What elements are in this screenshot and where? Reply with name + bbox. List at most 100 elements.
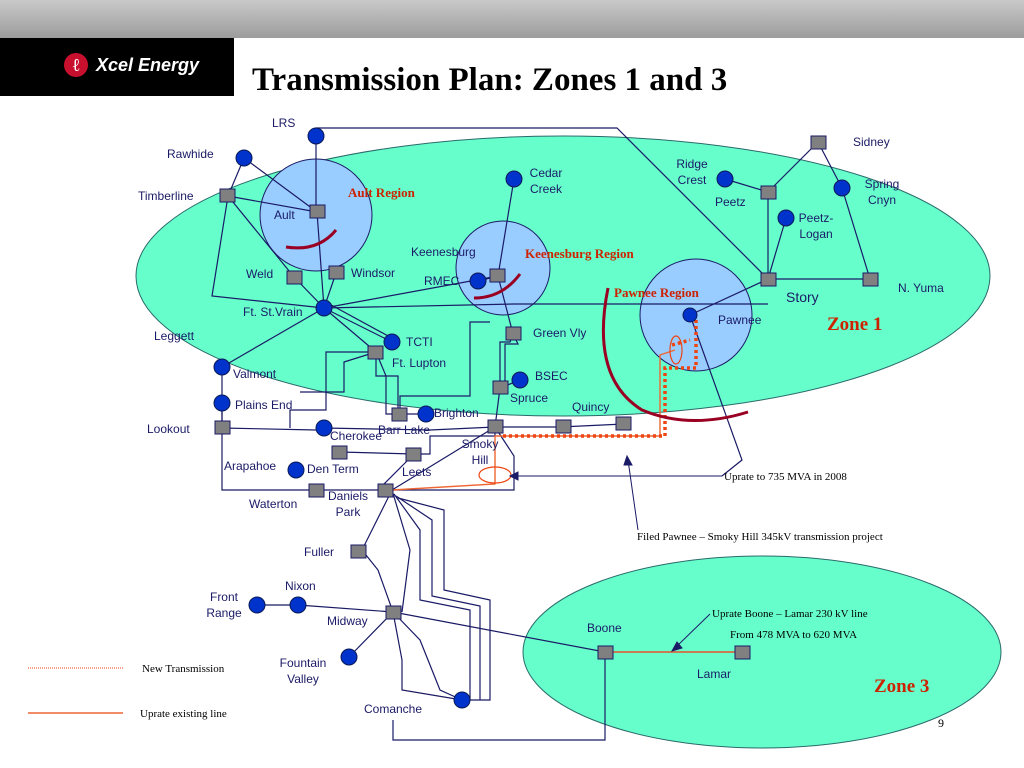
annotation-arrows — [508, 454, 722, 652]
sub-timberline — [219, 188, 236, 203]
sub-midway — [385, 605, 402, 620]
label-keenesburg: Keenesburg — [411, 245, 476, 259]
label-pawnee-region: Pawnee Region — [614, 285, 700, 300]
legend-uprate-existing: Uprate existing line — [140, 708, 227, 720]
sub-quincy-b — [615, 416, 632, 431]
node-rmec — [469, 272, 487, 290]
note-boone-lamar-1: Uprate Boone – Lamar 230 kV line — [712, 608, 868, 620]
node-spring-cnyn — [833, 179, 851, 197]
label-comanche: Comanche — [364, 702, 422, 716]
label-rawhide: Rawhide — [167, 147, 214, 161]
label-cedar-creek-text-line2: Creek — [530, 182, 563, 196]
page-title: Transmission Plan: Zones 1 and 3 — [252, 62, 728, 98]
label-barr-lake: Barr Lake — [378, 423, 430, 437]
label-lrs: LRS — [272, 116, 295, 130]
label-fountain-valley-text-line2: Valley — [287, 672, 319, 686]
label-lookout: Lookout — [147, 422, 190, 436]
label-bsec: BSEC — [535, 369, 568, 383]
node-fountain-valley — [340, 648, 358, 666]
keenesburg-region-circle — [455, 220, 551, 316]
node-comanche — [453, 691, 471, 709]
node-front-range — [248, 596, 266, 614]
node-cedar-creek — [505, 170, 523, 188]
label-peetz-logan: Peetz-Logan — [799, 211, 834, 241]
label-cherokee: Cherokee — [330, 429, 382, 443]
region-arcs — [285, 229, 749, 423]
label-cedar-creek-text: Cedar — [530, 166, 563, 180]
label-green-vly: Green Vly — [533, 326, 586, 340]
label-zone3: Zone 3 — [874, 676, 929, 697]
sub-weld — [286, 270, 303, 285]
sub-leets — [405, 447, 422, 462]
sub-daniels-park — [377, 483, 394, 498]
label-ft-st-vrain: Ft. St.Vrain — [243, 305, 303, 319]
node-arapahoe — [287, 461, 305, 479]
node-valmont — [213, 358, 231, 376]
label-plains-end: Plains End — [235, 398, 292, 412]
label-brighton: Brighton — [434, 406, 479, 420]
label-smoky-hill-text-line2: Hill — [472, 453, 489, 467]
logo-text: Xcel Energy — [96, 55, 200, 75]
label-boone: Boone — [587, 621, 622, 635]
generator-nodes — [213, 127, 851, 709]
sub-green-vly — [505, 326, 522, 341]
sub-quincy-a — [555, 419, 572, 434]
label-story: Story — [786, 289, 819, 305]
substations — [214, 135, 879, 660]
label-sidney: Sidney — [853, 135, 890, 149]
label-midway: Midway — [327, 614, 368, 628]
label-rmec: RMEC — [424, 274, 460, 288]
label-spruce: Spruce — [510, 391, 548, 405]
sub-smoky-hill — [487, 419, 504, 434]
new-transmission-lines — [503, 320, 698, 438]
header-bar — [0, 0, 1024, 38]
label-quincy: Quincy — [572, 400, 609, 414]
label-ft-lupton: Ft. Lupton — [392, 356, 446, 370]
sub-fuller — [350, 544, 367, 559]
label-tcti: TCTI — [406, 335, 433, 349]
node-rawhide — [235, 149, 253, 167]
label-arapahoe: Arapahoe — [224, 459, 276, 473]
label-peetz-logan-text: Peetz- — [799, 211, 834, 225]
node-lrs — [307, 127, 325, 145]
uprate-oval-pawnee — [669, 335, 683, 365]
sub-ft-lupton — [367, 345, 384, 360]
node-brighton — [417, 405, 435, 423]
label-keenesburg-region: Keenesburg Region — [525, 246, 634, 261]
label-waterton: Waterton — [249, 497, 297, 511]
label-windsor: Windsor — [351, 266, 395, 280]
label-front-range-text: Front — [210, 590, 239, 604]
sub-n-yuma — [862, 272, 879, 287]
node-peetz-logan — [777, 209, 795, 227]
sub-lookout — [214, 420, 231, 435]
label-front-range-text-line2: Range — [206, 606, 242, 620]
zone3-area — [522, 555, 1002, 749]
label-ridge-crest-text-line2: Crest — [678, 173, 707, 187]
node-ridge-crest — [716, 170, 734, 188]
label-ault-region: Ault Region — [348, 185, 416, 200]
label-daniels-park-text: Daniels — [328, 489, 368, 503]
sub-ault — [309, 204, 326, 219]
label-spring-cnyn-text-line2: Cnyn — [868, 193, 896, 207]
note-filed-pawnee: Filed Pawnee – Smoky Hill 345kV transmis… — [637, 531, 883, 543]
sub-waterton — [308, 483, 325, 498]
label-leets: Leets — [402, 465, 431, 479]
note-uprate-735: Uprate to 735 MVA in 2008 — [724, 471, 847, 483]
label-timberline: Timberline — [138, 189, 194, 203]
node-plains-end — [213, 394, 231, 412]
label-fountain-valley-text: Fountain — [280, 656, 327, 670]
sub-spruce — [492, 380, 509, 395]
label-leggett: Leggett — [154, 329, 195, 343]
sub-den-term — [331, 445, 348, 460]
label-spring-cnyn-text: Spring — [865, 177, 900, 191]
label-valmont: Valmont — [233, 367, 277, 381]
sub-sidney — [810, 135, 827, 150]
sub-barr-lake — [391, 407, 408, 422]
label-daniels-park-text-line2: Park — [336, 505, 362, 519]
node-tcti — [383, 333, 401, 351]
